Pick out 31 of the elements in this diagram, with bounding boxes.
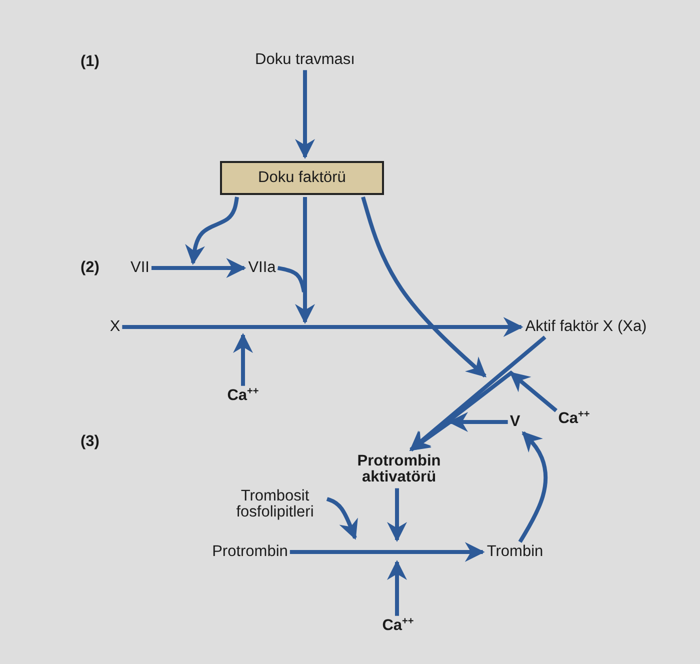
node-label: V [510, 414, 520, 430]
node-label: VIIa [248, 260, 276, 276]
arrow [290, 542, 485, 562]
node-label: Ca$^{++}$ [227, 388, 259, 404]
arrow [387, 488, 407, 542]
node-label: X [110, 318, 120, 336]
section-number: (1) [80, 53, 100, 71]
node-label: Trombin [486, 544, 544, 560]
arrow [410, 370, 558, 452]
arrow [518, 431, 548, 543]
arrow [295, 197, 315, 324]
arrow [185, 196, 239, 265]
node-label: Ca$^{++}$ [558, 410, 590, 428]
node-label: VII [130, 260, 150, 276]
node-label: Trombosit fosfolipitleri [225, 488, 325, 522]
node-label: Ca$^{++}$ [382, 618, 414, 634]
section-number: (3) [80, 433, 100, 451]
arrow [326, 497, 358, 540]
node-label: Aktif faktör X (Xa) [525, 318, 647, 336]
arrow [295, 70, 315, 159]
process-box: Doku faktörü [220, 161, 384, 195]
arrow [122, 317, 524, 337]
arrow [151, 258, 246, 278]
arrow [361, 196, 486, 378]
arrow [387, 560, 407, 616]
arrow [409, 412, 510, 452]
arrow [233, 333, 253, 386]
node-label: Doku travması [255, 52, 355, 68]
node-label: Protrombin aktivatörü [344, 454, 454, 486]
node-label: Protrombin [212, 544, 288, 560]
section-number: (2) [80, 259, 100, 277]
